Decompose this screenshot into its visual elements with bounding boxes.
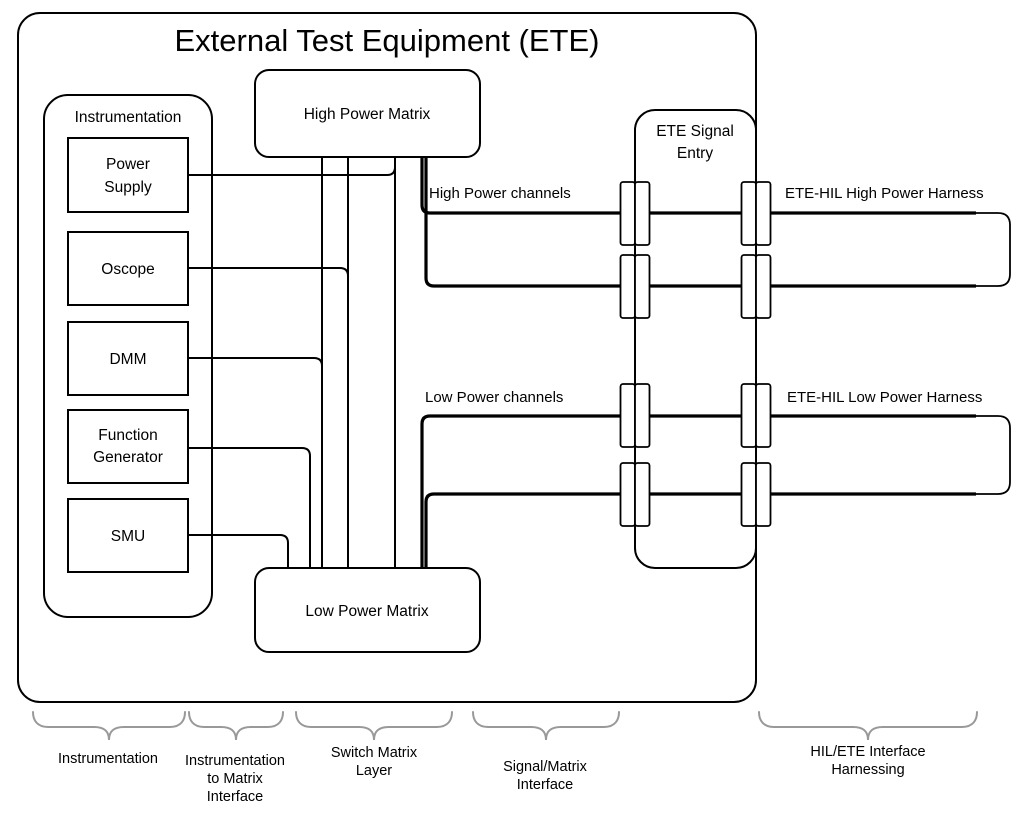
dmm-label: DMM (109, 351, 146, 368)
layer-label-hil-ete-line2: Harnessing (831, 762, 904, 778)
connector-pin (740, 383, 757, 448)
low-power-matrix-box (254, 567, 481, 653)
ete-hil-high-power-harness-label: ETE-HIL High Power Harness (785, 185, 984, 202)
instrumentation-group-label: Instrumentation (75, 109, 182, 126)
brace-instrumentation (32, 711, 186, 741)
power-supply-box (67, 137, 189, 213)
connector-pin (740, 462, 757, 527)
oscope-box (67, 231, 189, 306)
connector-pin (755, 181, 772, 246)
dmm-to-low-power-matrix-line (188, 357, 323, 568)
smu-to-low-power-matrix-line (188, 534, 289, 568)
brace-instrumentation-to-matrix (188, 711, 284, 741)
brace-switch-matrix-layer (295, 711, 453, 741)
connector-pin (755, 462, 772, 527)
dmm-box (67, 321, 189, 396)
connector-pin (619, 254, 636, 319)
connector-pin (740, 181, 757, 246)
low-power-channel-line-2 (424, 492, 976, 568)
layer-label-instr-to-matrix-line1: Instrumentation (185, 753, 285, 769)
function-generator-box (67, 409, 189, 484)
instrumentation-group-box (43, 94, 213, 618)
low-power-channels-label: Low Power channels (425, 389, 563, 406)
layer-label-switch-matrix-line2: Layer (356, 763, 392, 779)
layer-label-hil-ete-line1: HIL/ETE Interface (810, 744, 925, 760)
connector-pin (634, 462, 651, 527)
signal-connectors (619, 181, 772, 527)
layer-label-instrumentation: Instrumentation (58, 751, 158, 767)
ete-signal-entry-label-line1: ETE Signal (656, 123, 734, 140)
connector-pin (755, 383, 772, 448)
power-supply-label-line1: Power (106, 156, 150, 173)
layer-label-instr-to-matrix-line2: to Matrix (207, 771, 263, 787)
power-supply-to-high-power-matrix-line (188, 157, 396, 176)
smu-box (67, 498, 189, 573)
function-generator-to-low-power-matrix-line (188, 447, 311, 568)
layer-label-signal-matrix-line2: Interface (517, 777, 573, 793)
function-generator-label-line1: Function (98, 427, 157, 444)
function-generator-label-line2: Generator (93, 449, 163, 466)
connector-pin (619, 383, 636, 448)
connector-pin (619, 462, 636, 527)
high-power-channel-line-1 (420, 157, 976, 215)
layer-label-instr-to-matrix-line3: Interface (207, 789, 263, 805)
brace-hil-ete-harnessing (758, 711, 978, 741)
high-power-harness-loop (970, 212, 1011, 287)
low-power-channel-line-1 (420, 414, 976, 568)
connector-pin (634, 383, 651, 448)
ete-hil-low-power-harness-label: ETE-HIL Low Power Harness (787, 389, 982, 406)
smu-label: SMU (111, 528, 145, 545)
low-power-matrix-label: Low Power Matrix (305, 603, 428, 620)
ete-signal-entry-box (634, 109, 757, 569)
oscope-to-low-power-matrix-line (188, 267, 349, 568)
ete-signal-entry-label-line2: Entry (677, 145, 713, 162)
connector-pin (634, 254, 651, 319)
ete-title: External Test Equipment (ETE) (175, 23, 600, 58)
low-power-harness-loop (970, 415, 1011, 495)
oscope-label: Oscope (101, 261, 154, 278)
layer-label-switch-matrix-line1: Switch Matrix (331, 745, 418, 761)
high-power-matrix-box (254, 69, 481, 158)
high-power-channel-line-2 (424, 157, 976, 288)
high-power-channels-label: High Power channels (429, 185, 571, 202)
layer-label-signal-matrix-line1: Signal/Matrix (503, 759, 588, 775)
connector-pin (740, 254, 757, 319)
connector-pin (619, 181, 636, 246)
power-supply-label-line2: Supply (104, 179, 152, 196)
high-power-matrix-label: High Power Matrix (304, 106, 431, 123)
connector-pin (755, 254, 772, 319)
connector-pin (634, 181, 651, 246)
brace-signal-matrix-interface (472, 711, 620, 741)
